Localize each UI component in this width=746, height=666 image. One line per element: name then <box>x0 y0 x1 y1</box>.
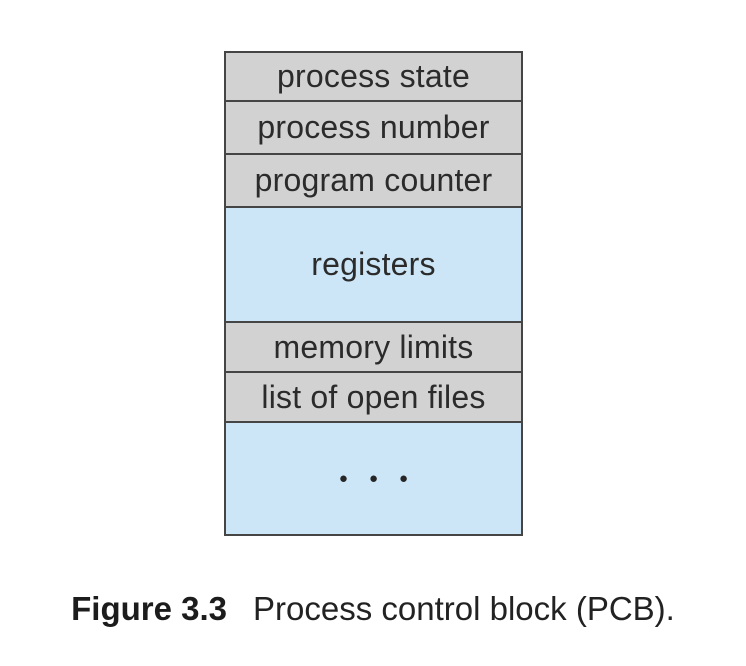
pcb-row-label: process number <box>257 109 490 145</box>
pcb-row-label: registers <box>311 246 436 282</box>
pcb-row-process-state: process state <box>226 53 521 100</box>
figure-caption-number: Figure 3.3 <box>71 590 228 627</box>
pcb-row-label: program counter <box>254 162 493 198</box>
pcb-table: process state process number program cou… <box>224 51 523 536</box>
pcb-row-list-of-open-files: list of open files <box>226 371 521 421</box>
figure-caption-text: Process control block (PCB). <box>253 590 675 627</box>
pcb-row-label: memory limits <box>273 328 474 365</box>
pcb-row-program-counter: program counter <box>226 153 521 206</box>
figure-caption: Figure 3.3 Process control block (PCB). <box>0 590 746 628</box>
pcb-row-process-number: process number <box>226 100 521 153</box>
pcb-row-memory-limits: memory limits <box>226 321 521 371</box>
pcb-row-registers: registers <box>226 206 521 321</box>
pcb-row-label: list of open files <box>261 378 486 415</box>
pcb-row-label: process state <box>277 58 470 94</box>
ellipsis-dots: ●●● <box>338 470 430 487</box>
pcb-row-ellipsis: ●●● <box>226 421 521 534</box>
